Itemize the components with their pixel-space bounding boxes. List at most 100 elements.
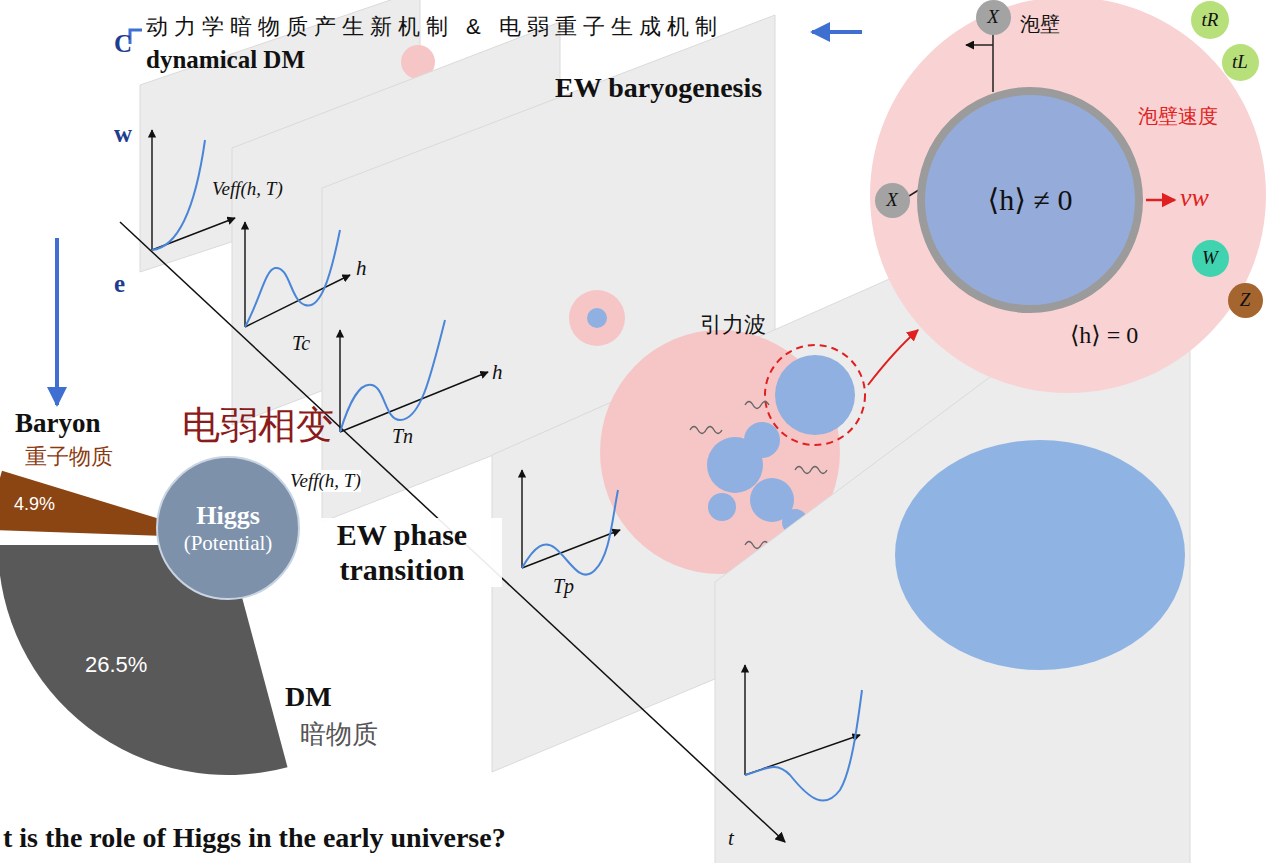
drawing-stroke xyxy=(244,222,245,327)
label-holder: Baryon xyxy=(15,408,101,439)
label-holder: Tc xyxy=(292,332,310,355)
node-text: 26.5% xyxy=(85,652,147,677)
drawing-stroke xyxy=(245,230,340,327)
label-holder: h xyxy=(356,256,367,280)
pie-label: 暗物质 xyxy=(300,720,378,750)
label-holder: EW baryogenesis xyxy=(555,72,785,104)
label-holder: 引力波 xyxy=(700,312,766,337)
cut-text: C xyxy=(114,30,132,59)
pie-label: Baryon xyxy=(15,408,101,439)
drawing-stroke xyxy=(245,275,350,327)
label-holder: t is the role of Higgs in the early univ… xyxy=(3,822,506,854)
bubble-highlight xyxy=(765,345,865,445)
label-holder: C xyxy=(114,30,132,59)
expanding-bubble xyxy=(775,355,855,435)
zoom-stroke xyxy=(992,34,994,92)
bubble-wall-zoom: 泡壁泡壁速度 vw ⟨h⟩ = 0 ⟨h⟩ ≠ 0 XtR tL X WZ xyxy=(870,0,1266,393)
node-text: W xyxy=(1202,247,1218,269)
drawing-stroke xyxy=(744,665,745,775)
w-boson: W xyxy=(1192,240,1229,277)
top-quark-l: tL xyxy=(1222,44,1259,81)
text-holder: 4.9% xyxy=(14,494,55,515)
slice-shape xyxy=(0,471,222,538)
label-holder: Tp xyxy=(553,575,574,598)
label-holder: 动力学暗物质产生新机制 & 电弱重子生成机制 xyxy=(146,14,723,39)
node-text: ⟨h⟩ ≠ 0 xyxy=(988,183,1073,218)
label-holder: w xyxy=(114,120,132,149)
particle-x: X xyxy=(875,183,910,218)
node-text: Z xyxy=(1240,289,1251,311)
temperature-label: Tp xyxy=(553,575,574,598)
bubble xyxy=(708,493,736,521)
label-holder: dynamical DM xyxy=(146,46,305,75)
stage-label: EW phase transition xyxy=(302,518,502,587)
drawing-stroke xyxy=(340,372,488,432)
node-text: 泡壁速度 xyxy=(1138,105,1218,127)
bubble xyxy=(744,422,780,458)
heading: 动力学暗物质产生新机制 & 电弱重子生成机制 xyxy=(146,14,723,39)
text-holder: ⟨h⟩ = 0 xyxy=(1070,322,1138,350)
drawing-stroke xyxy=(152,140,205,250)
node-text: tR xyxy=(1202,9,1219,31)
broken-phase-bubble: ⟨h⟩ ≠ 0 xyxy=(917,87,1143,313)
drawing-stroke xyxy=(795,467,827,474)
text-holder: 泡壁速度 xyxy=(1138,105,1218,128)
slice-shape xyxy=(0,545,288,775)
axis-label: h xyxy=(492,360,503,384)
node-text: vw xyxy=(1180,183,1209,212)
top-quark-r: tR xyxy=(1191,1,1229,39)
label-holder: DM xyxy=(285,681,332,713)
stage-label: 引力波 xyxy=(700,312,766,337)
axis-label: h xyxy=(356,256,367,280)
label-holder: Veff(h, T) xyxy=(290,470,361,492)
pie-label: 重子物质 xyxy=(25,444,113,469)
zoom-stroke xyxy=(966,44,993,46)
node-text: (Potential) xyxy=(184,531,273,555)
node-text: tL xyxy=(1232,51,1248,73)
higgs-circle: Higgs(Potential) xyxy=(156,456,300,600)
stage-label: EW baryogenesis xyxy=(555,72,785,104)
drawing-stroke xyxy=(690,427,722,434)
label-holder: e xyxy=(114,270,125,299)
text-holder: vw xyxy=(1180,183,1209,213)
text-holder: 泡壁 xyxy=(1020,13,1060,36)
text-holder: 26.5% xyxy=(85,652,147,677)
drawing-stroke xyxy=(745,402,769,409)
drawing-stroke xyxy=(151,130,152,250)
true-vacuum-region xyxy=(895,440,1185,670)
cut-text: w xyxy=(114,120,132,149)
temperature-label: Tc xyxy=(292,332,310,355)
node-text: ⟨h⟩ = 0 xyxy=(1070,322,1138,348)
label-holder: h xyxy=(492,360,503,384)
center-label: 电弱相变 xyxy=(182,404,334,448)
temperature-label: Tn xyxy=(392,425,413,448)
label-holder: 暗物质 xyxy=(300,720,378,750)
label-holder: t xyxy=(728,826,734,850)
label-holder: EW phase transition xyxy=(302,518,502,587)
zoom-stroke xyxy=(1146,199,1175,202)
label-holder: 电弱相变 xyxy=(182,404,334,448)
particle-x: X xyxy=(976,0,1011,35)
drawing-stroke xyxy=(339,330,340,432)
cut-text: e xyxy=(114,270,125,299)
drawing-stroke xyxy=(745,690,862,801)
node-text: X xyxy=(886,189,898,211)
label-holder: Veff(h, T) xyxy=(212,178,283,200)
drawing-stroke xyxy=(340,320,445,432)
axis-label: Veff(h, T) xyxy=(290,470,361,492)
question: t is the role of Higgs in the early univ… xyxy=(3,822,506,854)
label-holder: Tn xyxy=(392,425,413,448)
node-text: Higgs xyxy=(196,501,260,531)
axis-label: Veff(h, T) xyxy=(212,178,283,200)
false-vacuum-region xyxy=(569,290,625,346)
label-holder: 重子物质 xyxy=(25,444,113,469)
drawing-stroke xyxy=(522,490,618,575)
subtitle: dynamical DM xyxy=(146,46,305,75)
axis-label: t xyxy=(728,826,734,850)
z-boson: Z xyxy=(1228,283,1263,318)
node-text: X xyxy=(987,6,999,28)
node-text: 4.9% xyxy=(14,494,55,514)
pie-label: DM xyxy=(285,681,332,713)
zoom-arrow xyxy=(868,330,918,385)
